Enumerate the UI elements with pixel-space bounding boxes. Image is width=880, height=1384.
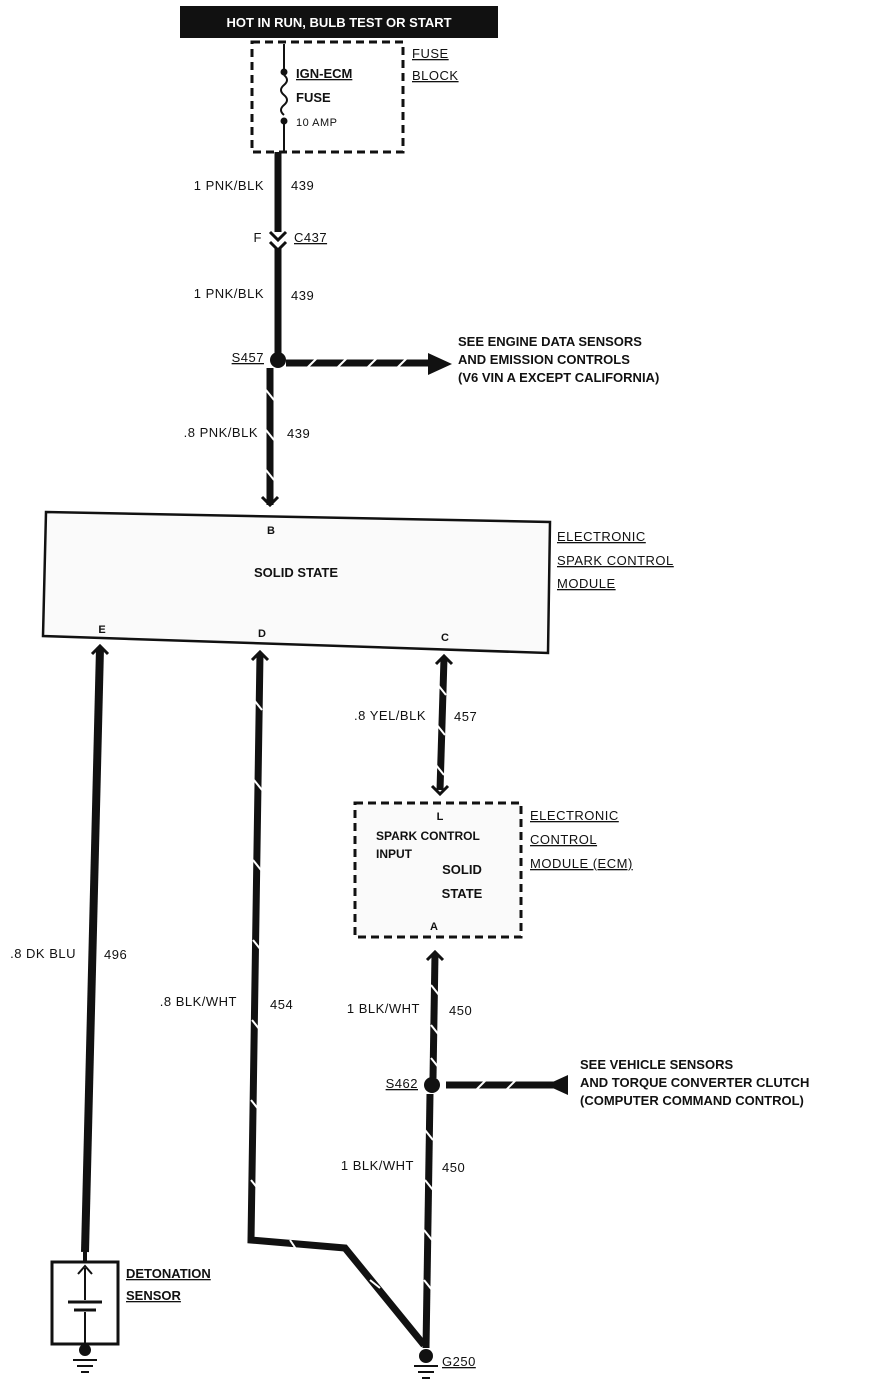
pin-label: C [441, 632, 449, 644]
circuit-number: 450 [442, 1160, 465, 1175]
sensor-label: SENSOR [126, 1288, 182, 1303]
ecm-label: MODULE (ECM) [530, 856, 633, 871]
ecm-input-label: INPUT [376, 847, 413, 861]
connector-name: C437 [294, 230, 327, 245]
circuit-number: 439 [287, 426, 310, 441]
fuse-word: FUSE [296, 90, 331, 105]
note-engine-data[interactable]: SEE ENGINE DATA SENSORS AND EMISSION CON… [458, 334, 659, 385]
module-center-text: SOLID STATE [254, 565, 338, 580]
esc-module: B SOLID STATE E D C ELECTRONIC SPARK CON… [41, 510, 674, 655]
fuse-name: IGN-ECM [296, 66, 352, 81]
fuse-icon [280, 74, 288, 116]
module-label: MODULE [557, 576, 616, 591]
wire-label: 1 PNK/BLK [194, 178, 264, 193]
wire-450-upper: 1 BLK/WHT 450 [347, 949, 472, 1079]
note-line: AND EMISSION CONTROLS [458, 352, 630, 367]
pin-label: E [98, 624, 105, 636]
splice-name: S457 [232, 350, 264, 365]
circuit-number: 439 [291, 288, 314, 303]
wire-label: .8 DK BLU [10, 946, 76, 961]
circuit-number: 439 [291, 178, 314, 193]
pin-label: L [437, 811, 444, 823]
wire-label: .8 YEL/BLK [354, 708, 426, 723]
wire-label: .8 BLK/WHT [160, 994, 237, 1009]
fuse-terminal-top [280, 68, 288, 76]
note-line: AND TORQUE CONVERTER CLUTCH [580, 1075, 809, 1090]
arrow-right-icon [428, 353, 452, 375]
note-line: SEE VEHICLE SENSORS [580, 1057, 733, 1072]
circuit-number: 454 [270, 997, 293, 1012]
note-line: (V6 VIN A EXCEPT CALIFORNIA) [458, 370, 659, 385]
pin-label: A [430, 921, 438, 933]
circuit-number: 496 [104, 947, 127, 962]
ecm-label: CONTROL [530, 832, 597, 847]
wire-label: 1 BLK/WHT [341, 1158, 414, 1173]
splice-name: S462 [386, 1076, 418, 1091]
pin-label: D [258, 628, 266, 640]
ground-g250: G250 [414, 1349, 476, 1379]
pin-label: B [267, 525, 275, 537]
splice-dot [270, 352, 286, 368]
ground-icon [419, 1349, 433, 1363]
fuse-block-label-1: FUSE [412, 46, 449, 61]
wire-label: 1 PNK/BLK [194, 286, 264, 301]
fuse-amp: 10 AMP [296, 117, 338, 129]
circuit-number: 450 [449, 1003, 472, 1018]
fuse-block-label-2: BLOCK [412, 68, 459, 83]
wire-439-upper: 1 PNK/BLK 439 [194, 152, 314, 232]
wire-454: .8 BLK/WHT 454 [160, 649, 427, 1348]
wire-439-lower: .8 PNK/BLK 439 [184, 368, 310, 508]
arrow-left-icon [546, 1075, 568, 1095]
power-source-banner: HOT IN RUN, BULB TEST OR START [180, 6, 498, 38]
ecm-input-label: SPARK CONTROL [376, 829, 480, 843]
wire-label: .8 PNK/BLK [184, 425, 258, 440]
note-line: SEE ENGINE DATA SENSORS [458, 334, 642, 349]
ground-name: G250 [442, 1354, 476, 1369]
splice-s462: S462 [386, 1075, 568, 1095]
ecm-module: L SPARK CONTROL INPUT SOLID STATE A ELEC… [353, 801, 633, 939]
module-label: SPARK CONTROL [557, 553, 674, 568]
connector-c437: F C437 [254, 230, 327, 253]
wire-439-middle: 1 PNK/BLK 439 [194, 248, 314, 358]
fuse-block: IGN-ECM FUSE 10 AMP FUSE BLOCK [250, 40, 459, 154]
note-line: (COMPUTER COMMAND CONTROL) [580, 1093, 804, 1108]
banner-title: HOT IN RUN, BULB TEST OR START [226, 15, 451, 30]
detonation-sensor: DETONATION SENSOR [50, 1252, 211, 1346]
fuse-terminal-bottom [280, 117, 288, 125]
splice-s457: S457 [232, 350, 452, 375]
wire-label: 1 BLK/WHT [347, 1001, 420, 1016]
ground-icon [73, 1344, 97, 1373]
wire-457: .8 YEL/BLK 457 [354, 653, 477, 797]
ecm-state-label: SOLID [442, 862, 482, 877]
ecm-label: ELECTRONIC [530, 808, 619, 823]
module-label: ELECTRONIC [557, 529, 646, 544]
connector-pin: F [254, 230, 262, 245]
wire-450-lower: 1 BLK/WHT 450 [341, 1093, 465, 1349]
note-vehicle-sensors[interactable]: SEE VEHICLE SENSORS AND TORQUE CONVERTER… [580, 1057, 809, 1108]
splice-dot [424, 1077, 440, 1093]
circuit-number: 457 [454, 709, 477, 724]
wire-496: .8 DK BLU 496 [10, 643, 127, 1253]
ecm-state-label: STATE [442, 886, 483, 901]
sensor-label: DETONATION [126, 1266, 211, 1281]
